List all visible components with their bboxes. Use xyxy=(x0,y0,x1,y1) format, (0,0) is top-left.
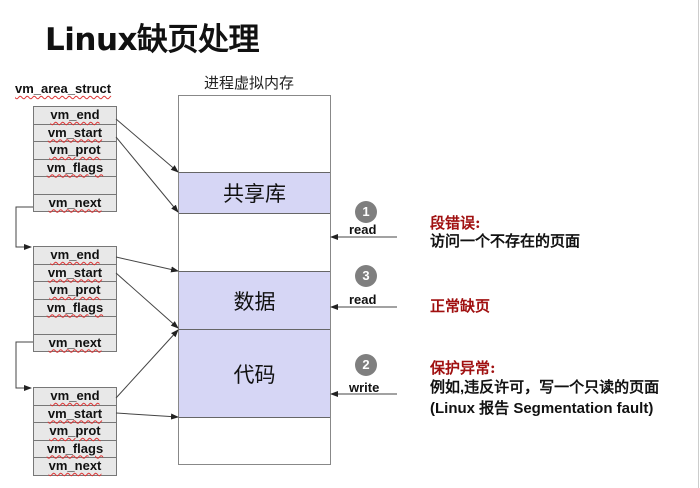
note-segfault-heading: 段错误: xyxy=(430,214,481,232)
field-vm-prot: vm_prot xyxy=(34,142,116,160)
arrow-s2-start xyxy=(115,272,179,329)
access-type-read: read xyxy=(349,292,377,307)
segment-label: 代码 xyxy=(233,362,276,387)
access-type-write: write xyxy=(349,380,380,395)
vm-area-struct-2: vm_end vm_start vm_prot vm_flags vm_next xyxy=(33,246,117,352)
note-protection-body: 例如,违反许可，写一个只读的页面(Linux 报告 Segmentation f… xyxy=(430,379,660,417)
field-vm-flags: vm_flags xyxy=(34,160,116,177)
vm-area-struct-1: vm_end vm_start vm_prot vm_flags vm_next xyxy=(33,106,117,212)
virtual-memory-box: 共享库 数据 代码 xyxy=(178,95,331,465)
field-vm-end: vm_end xyxy=(34,388,116,406)
segment-code: 代码 xyxy=(179,329,330,418)
field-vm-next: vm_next xyxy=(48,458,102,473)
access-badge-2: 2 xyxy=(355,354,377,376)
slide-title: Linux缺页处理 xyxy=(45,22,260,58)
segment-label: 共享库 xyxy=(223,182,286,206)
field-vm-prot: vm_prot xyxy=(34,423,116,441)
note-segfault-body: 访问一个不存在的页面 xyxy=(430,233,581,250)
vm-area-struct-label: vm_area_struct xyxy=(15,81,112,96)
virtual-memory-label: 进程虚拟内存 xyxy=(204,74,295,92)
note-normal-fault-heading: 正常缺页 xyxy=(430,297,491,315)
field-vm-end: vm_end xyxy=(34,107,116,125)
field-empty xyxy=(34,177,116,195)
arrow-s1-end xyxy=(115,118,179,173)
link-s1-to-s2 xyxy=(15,206,33,250)
slide-edge xyxy=(698,0,699,488)
access-badge-3: 3 xyxy=(355,265,377,287)
field-vm-start: vm_start xyxy=(34,125,116,142)
field-vm-end: vm_end xyxy=(34,247,116,265)
field-vm-prot: vm_prot xyxy=(34,282,116,300)
segment-label: 数据 xyxy=(233,289,276,314)
field-vm-flags: vm_flags xyxy=(34,300,116,317)
arrow-s3-start xyxy=(115,412,179,420)
arrow-s2-end xyxy=(115,256,179,273)
field-empty xyxy=(34,317,116,335)
arrow-s1-start xyxy=(115,136,179,213)
field-vm-start: vm_start xyxy=(34,265,116,282)
segment-shared-library: 共享库 xyxy=(179,172,330,214)
field-vm-flags: vm_flags xyxy=(34,441,116,458)
arrow-s3-end xyxy=(115,329,179,399)
field-vm-start: vm_start xyxy=(34,406,116,423)
field-vm-next: vm_next xyxy=(48,334,102,350)
link-s2-to-s3 xyxy=(15,341,33,391)
note-protection-heading: 保护异常: xyxy=(430,359,496,377)
segment-data: 数据 xyxy=(179,271,330,330)
vm-area-struct-3: vm_end vm_start vm_prot vm_flags vm_next xyxy=(33,387,117,476)
access-badge-1: 1 xyxy=(355,201,377,223)
field-vm-next: vm_next xyxy=(48,194,102,210)
access-type-read: read xyxy=(349,222,377,237)
